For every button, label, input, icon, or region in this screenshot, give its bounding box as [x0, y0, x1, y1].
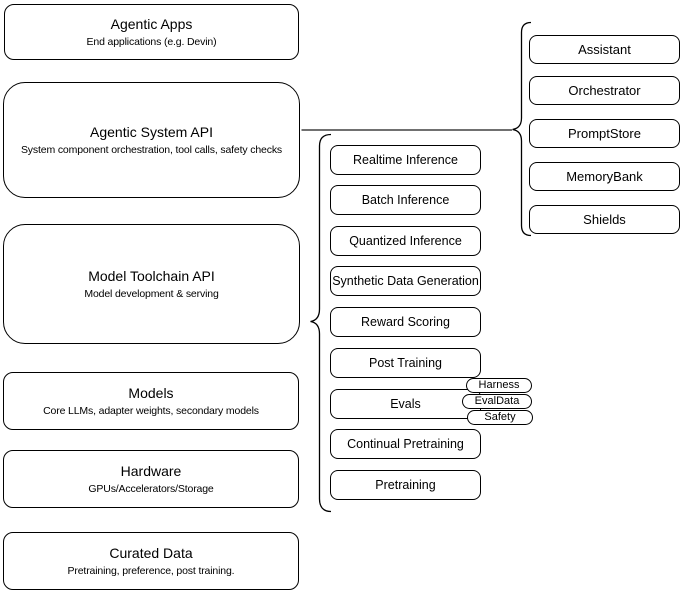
node-title: Agentic Apps [110, 15, 193, 32]
node-assistant: Assistant [529, 35, 680, 64]
node-evals: Evals [330, 389, 481, 419]
node-subtitle: System component orchestration, tool cal… [20, 143, 283, 156]
node-label: Pretraining [375, 478, 436, 492]
node-curated-data: Curated Data Pretraining, preference, po… [3, 532, 299, 590]
node-agentic-system-api: Agentic System API System component orch… [3, 82, 300, 198]
node-label: Assistant [578, 42, 631, 57]
node-pretraining: Pretraining [330, 470, 481, 500]
node-subtitle: End applications (e.g. Devin) [86, 35, 217, 48]
node-subtitle: Core LLMs, adapter weights, secondary mo… [43, 404, 259, 417]
node-label: Quantized Inference [349, 234, 462, 248]
node-models: Models Core LLMs, adapter weights, secon… [3, 372, 299, 430]
node-label: Orchestrator [568, 83, 641, 98]
tag-evaldata: EvalData [462, 394, 532, 409]
node-label: Synthetic Data Generation [332, 274, 479, 288]
node-shields: Shields [529, 205, 680, 234]
tag-label: Safety [484, 411, 516, 423]
tag-label: EvalData [474, 395, 520, 407]
node-subtitle: Pretraining, preference, post training. [67, 564, 235, 577]
node-label: Evals [390, 397, 421, 411]
node-title: Model Toolchain API [88, 267, 215, 284]
node-label: Batch Inference [361, 193, 450, 207]
node-label: Continual Pretraining [347, 437, 464, 451]
node-reward-scoring: Reward Scoring [330, 307, 481, 337]
node-title: Hardware [120, 462, 182, 479]
tag-harness: Harness [466, 378, 532, 393]
node-realtime-inference: Realtime Inference [330, 145, 481, 175]
node-orchestrator: Orchestrator [529, 76, 680, 105]
node-title: Curated Data [109, 544, 193, 561]
node-hardware: Hardware GPUs/Accelerators/Storage [3, 450, 299, 508]
brace-toolchain-group [310, 133, 332, 513]
node-label: MemoryBank [566, 169, 643, 184]
node-title: Models [128, 384, 174, 401]
node-label: Shields [583, 212, 626, 227]
node-subtitle: GPUs/Accelerators/Storage [88, 482, 214, 495]
node-subtitle: Model development & serving [84, 287, 219, 300]
node-promptstore: PromptStore [529, 119, 680, 148]
tag-safety: Safety [467, 410, 533, 425]
node-title: Agentic System API [90, 123, 213, 140]
node-agentic-apps: Agentic Apps End applications (e.g. Devi… [4, 4, 299, 60]
node-quantized-inference: Quantized Inference [330, 226, 481, 256]
node-post-training: Post Training [330, 348, 481, 378]
node-label: Post Training [369, 356, 442, 370]
node-model-toolchain-api: Model Toolchain API Model development & … [3, 224, 300, 344]
node-continual-pretraining: Continual Pretraining [330, 429, 481, 459]
node-memorybank: MemoryBank [529, 162, 680, 191]
brace-system-group [512, 21, 532, 237]
node-label: Reward Scoring [361, 315, 450, 329]
node-batch-inference: Batch Inference [330, 185, 481, 215]
node-label: PromptStore [568, 126, 641, 141]
tag-label: Harness [478, 379, 520, 391]
node-synthetic-data-generation: Synthetic Data Generation [330, 266, 481, 296]
node-label: Realtime Inference [353, 153, 458, 167]
